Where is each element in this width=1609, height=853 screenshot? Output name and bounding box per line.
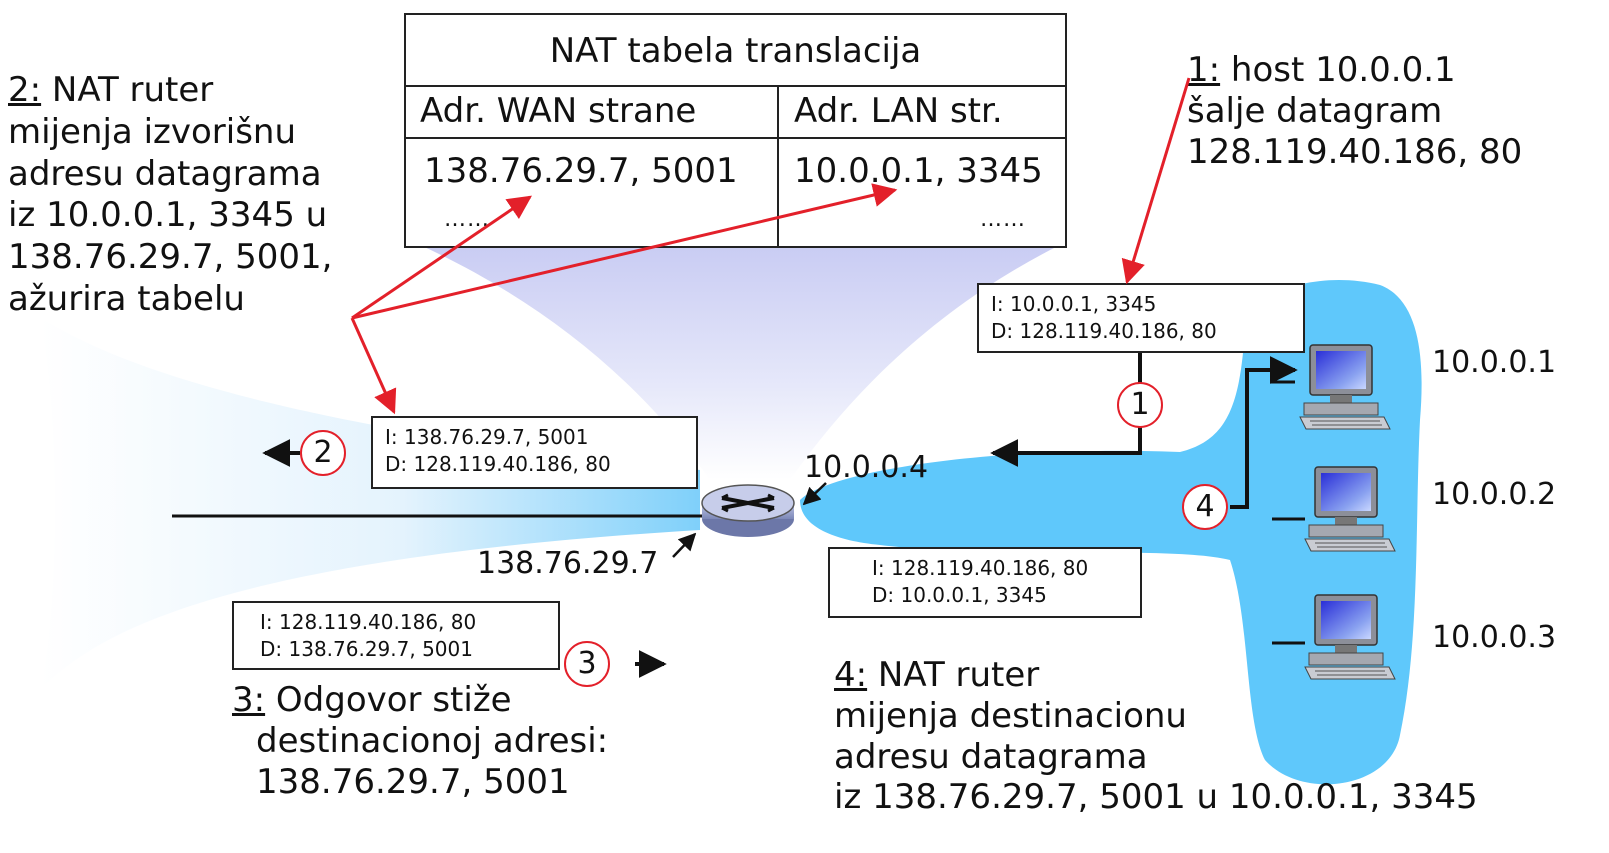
- packet-box-2: I: 138.76.29.7, 5001 D: 128.119.40.186, …: [371, 416, 698, 489]
- packet1-destination: D: 128.119.40.186, 80: [991, 319, 1217, 343]
- nat-col-lan-header: Adr. LAN str.: [794, 91, 1003, 131]
- note-4: 4: NAT ruter mijenja destinacionu adresu…: [834, 655, 1478, 818]
- note-1-number: 1:: [1187, 50, 1221, 90]
- note-2: 2: NAT ruter mijenja izvorišnu adresu da…: [8, 70, 333, 320]
- packet3-destination: D: 138.76.29.7, 5001: [260, 637, 473, 661]
- packet4-destination: D: 10.0.0.1, 3345: [872, 583, 1047, 607]
- step-3-marker: 3: [564, 641, 610, 687]
- packet2-destination: D: 128.119.40.186, 80: [385, 452, 611, 476]
- wan-network-shape: [40, 318, 700, 690]
- desktop-computer-icon: [1299, 344, 1391, 430]
- packet-box-1: I: 10.0.0.1, 3345 D: 128.119.40.186, 80: [977, 283, 1305, 353]
- packet-box-3: I: 128.119.40.186, 80 D: 138.76.29.7, 50…: [232, 601, 560, 670]
- packet2-source: I: 138.76.29.7, 5001: [385, 425, 589, 449]
- router-lan-address: 10.0.0.4: [804, 450, 929, 485]
- nat-wan-ellipsis: ……: [444, 207, 490, 232]
- note-3-number: 3:: [232, 680, 266, 720]
- lan-network-shape: [800, 280, 1422, 785]
- step4-route: [1230, 356, 1298, 509]
- desktop-computer-icon: [1304, 466, 1396, 552]
- router-icon: [701, 484, 795, 537]
- note-3: 3: Odgovor stiže destinacionoj adresi: 1…: [232, 680, 609, 802]
- nat-wan-value: 138.76.29.7, 5001: [424, 151, 738, 191]
- host-2-address: 10.0.0.2: [1432, 477, 1557, 512]
- nat-col-wan-header: Adr. WAN strane: [420, 91, 697, 131]
- host-3-address: 10.0.0.3: [1432, 620, 1557, 655]
- packet4-source: I: 128.119.40.186, 80: [872, 556, 1089, 580]
- desktop-computer-icon: [1304, 594, 1396, 680]
- step-4-marker: 4: [1182, 484, 1228, 530]
- nat-lan-ellipsis: ……: [980, 207, 1026, 232]
- step-2-marker: 2: [300, 430, 346, 476]
- host-1-address: 10.0.0.1: [1432, 345, 1557, 380]
- note-2-number: 2:: [8, 70, 42, 110]
- nat-translation-table: NAT tabela translacija Adr. WAN strane A…: [404, 13, 1067, 248]
- packet3-source: I: 128.119.40.186, 80: [260, 610, 477, 634]
- packet-box-4: I: 128.119.40.186, 80 D: 10.0.0.1, 3345: [828, 547, 1142, 618]
- note-1: 1: host 10.0.0.1 šalje datagram 128.119.…: [1187, 50, 1523, 172]
- nat-lan-value: 10.0.0.1, 3345: [794, 151, 1043, 191]
- step-1-marker: 1: [1117, 382, 1163, 428]
- note-4-number: 4:: [834, 655, 868, 695]
- nat-table-title: NAT tabela translacija: [549, 31, 922, 71]
- router-wan-address: 138.76.29.7: [477, 546, 659, 581]
- packet1-source: I: 10.0.0.1, 3345: [991, 292, 1157, 316]
